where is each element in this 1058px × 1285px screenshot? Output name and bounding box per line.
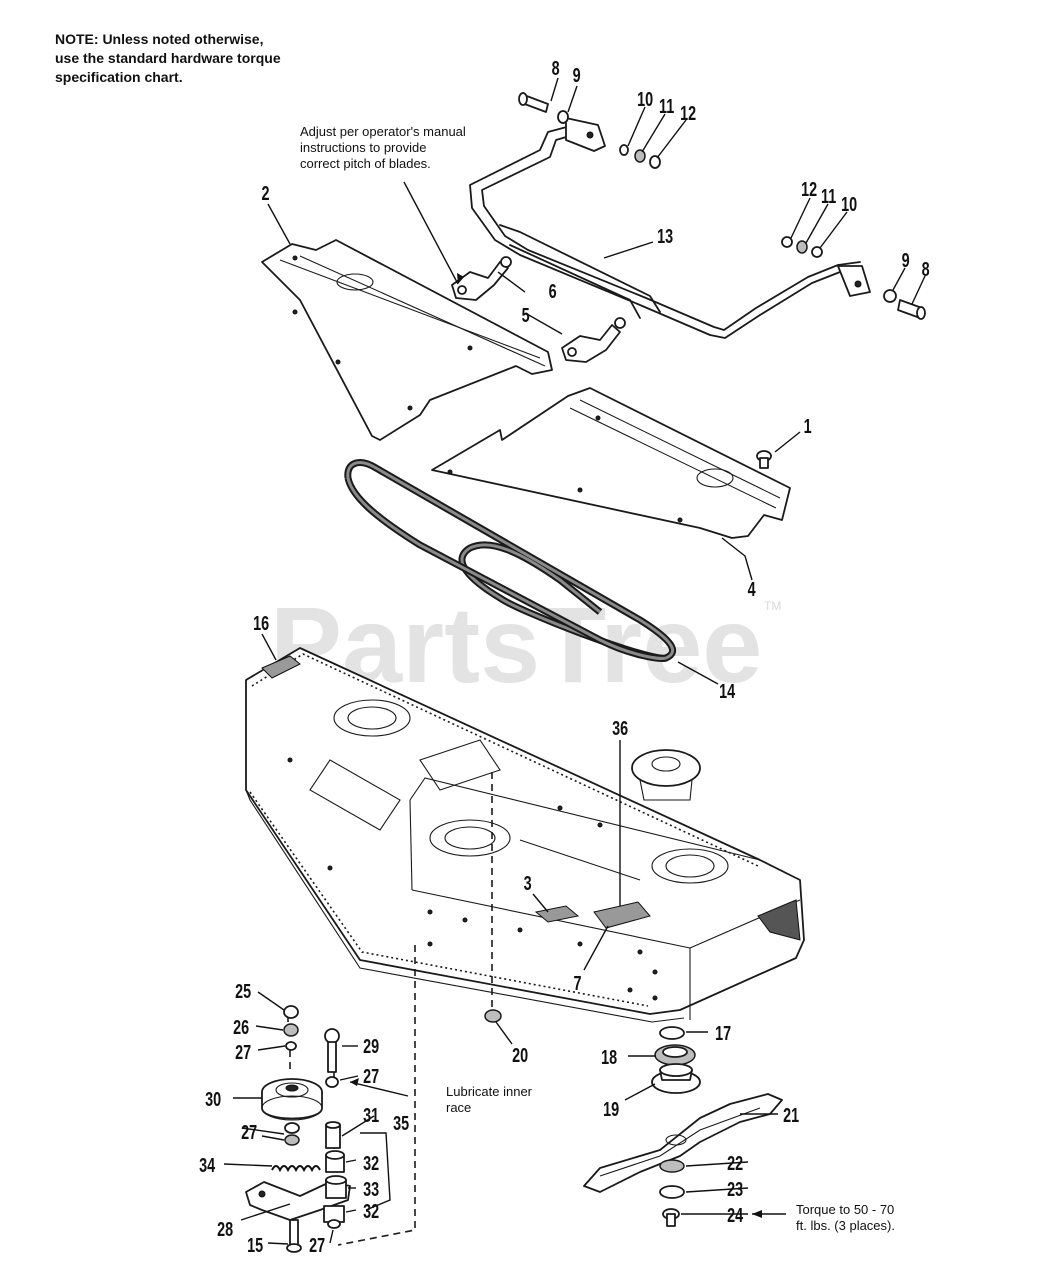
clevis-ends	[451, 256, 626, 363]
callout-2: 2	[262, 182, 270, 205]
cover-bolt	[756, 450, 772, 469]
note-line-1: NOTE: Unless noted otherwise,	[55, 31, 264, 47]
torque-caption-line-2: ft. lbs. (3 places).	[796, 1218, 895, 1233]
callout-8-right: 8	[922, 258, 930, 281]
callout-27-upper: 27	[235, 1041, 251, 1064]
callout-35: 35	[393, 1112, 409, 1135]
adjust-caption-line-1: Adjust per operator's manual	[300, 124, 466, 139]
spindle-housing-top	[631, 749, 701, 801]
callout-27-lower: 27	[309, 1234, 325, 1257]
callout-24: 24	[727, 1204, 743, 1227]
lubricate-caption-line-2: race	[446, 1100, 472, 1115]
callout-27-right: 27	[363, 1065, 379, 1088]
adjust-caption-line-2: instructions to provide	[300, 140, 427, 155]
right-belt-cover	[431, 387, 791, 539]
deck-nut	[484, 1009, 502, 1023]
callout-26: 26	[233, 1016, 249, 1039]
callout-29: 29	[363, 1035, 379, 1058]
callout-7: 7	[574, 972, 582, 995]
callout-11-left: 11	[659, 95, 674, 118]
callout-25: 25	[235, 980, 251, 1003]
callout-3: 3	[524, 872, 532, 895]
note-line-2: use the standard hardware torque	[55, 50, 281, 66]
hardware-left-set	[518, 92, 661, 169]
torque-caption-line-1: Torque to 50 - 70	[796, 1202, 895, 1217]
callout-33: 33	[363, 1178, 379, 1201]
assembly-line-left	[337, 945, 416, 1246]
callout-12-left: 12	[680, 102, 696, 125]
callout-15: 15	[247, 1234, 263, 1257]
callout-11-right: 11	[821, 185, 836, 208]
adjust-caption: Adjust per operator's manual instruction…	[300, 124, 466, 172]
callout-20: 20	[512, 1044, 528, 1067]
pitch-adjust-bar	[469, 117, 871, 339]
callout-32-upper: 32	[363, 1152, 379, 1175]
lubricate-caption: Lubricate inner race	[446, 1084, 532, 1116]
idler-assembly	[245, 1005, 351, 1253]
callout-31: 31	[363, 1104, 379, 1127]
callout-23: 23	[727, 1178, 743, 1201]
callout-32-lower: 32	[363, 1200, 379, 1223]
callout-19: 19	[603, 1098, 619, 1121]
hardware-right-set	[781, 236, 926, 320]
callout-labels: 8 9 10 11 12 12 11 10 9 8 13 6 5 2 1 4 1…	[199, 57, 930, 1257]
callout-30: 30	[205, 1088, 221, 1111]
callout-13: 13	[657, 225, 673, 248]
callout-12-right: 12	[801, 178, 817, 201]
callout-36: 36	[612, 717, 628, 740]
callout-22: 22	[727, 1152, 743, 1175]
callout-18: 18	[601, 1046, 617, 1069]
callout-27-middle: 27	[241, 1121, 257, 1144]
callout-4: 4	[748, 578, 756, 601]
blade-assembly	[583, 1026, 783, 1227]
note-text: NOTE: Unless noted otherwise, use the st…	[55, 30, 355, 87]
leader-lines	[223, 77, 926, 1245]
callout-8-left: 8	[552, 57, 560, 80]
callout-28: 28	[217, 1218, 233, 1241]
left-belt-cover	[261, 239, 553, 441]
callout-10-left: 10	[637, 88, 653, 111]
callout-10-right: 10	[841, 193, 857, 216]
lubricate-caption-line-1: Lubricate inner	[446, 1084, 532, 1099]
drive-belt	[344, 459, 677, 662]
callout-6: 6	[549, 280, 557, 303]
adjust-caption-line-3: correct pitch of blades.	[300, 156, 431, 171]
callout-9-left: 9	[573, 64, 581, 87]
note-line-3: specification chart.	[55, 69, 183, 85]
watermark-trademark: TM	[764, 599, 781, 613]
callout-34: 34	[199, 1154, 215, 1177]
callout-1: 1	[804, 415, 812, 438]
torque-caption: Torque to 50 - 70 ft. lbs. (3 places).	[796, 1202, 895, 1234]
callout-16: 16	[253, 612, 269, 635]
callout-21: 21	[783, 1104, 799, 1127]
callout-17: 17	[715, 1022, 731, 1045]
callout-9-right: 9	[902, 249, 910, 272]
callout-5: 5	[522, 304, 530, 327]
mower-deck	[245, 647, 805, 1023]
callout-14: 14	[719, 680, 735, 703]
